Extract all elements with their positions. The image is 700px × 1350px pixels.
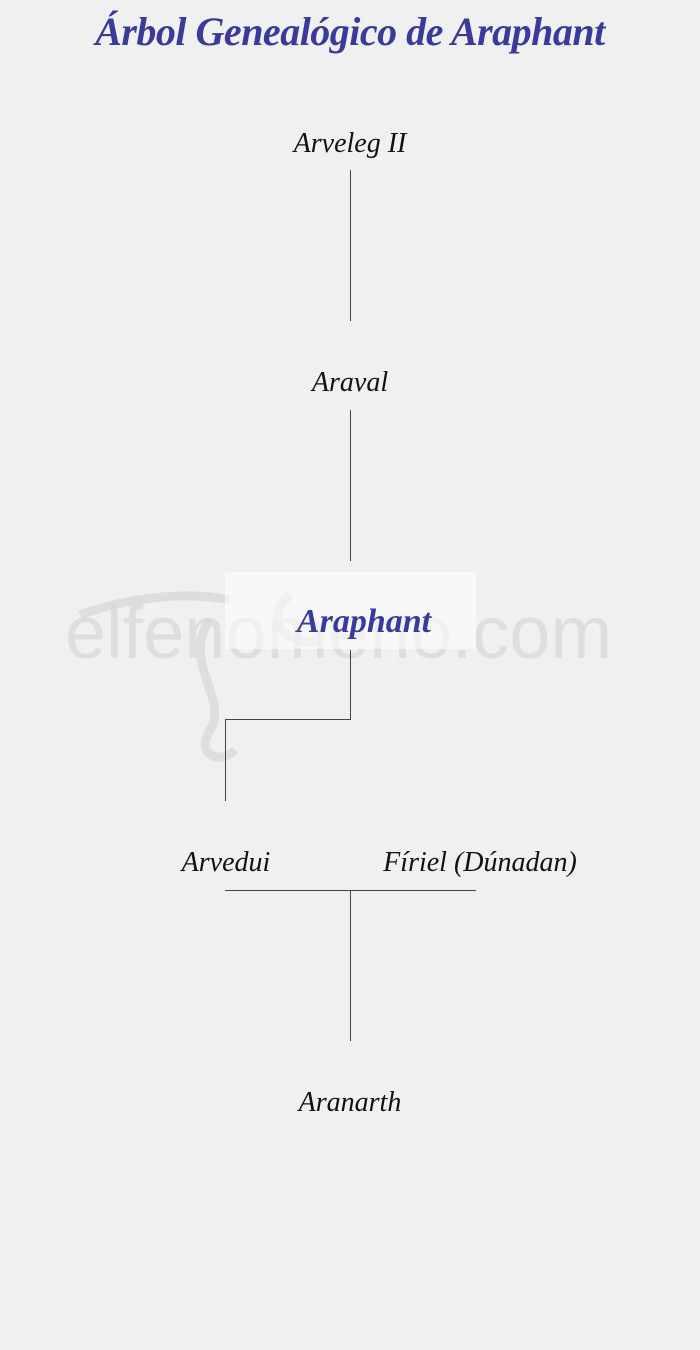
person-araval: Araval: [311, 367, 389, 398]
connector-araphant-arvedui: [225, 650, 351, 801]
person-araphant: Araphant: [296, 603, 432, 640]
focus-highlight: [225, 572, 476, 649]
page-title: Árbol Genealógico de Araphant: [95, 9, 605, 54]
person-arvedui: Arvedui: [181, 847, 271, 878]
person-firiel: Fíriel (Dúnadan): [383, 847, 577, 878]
person-aranarth: Aranarth: [298, 1087, 402, 1118]
person-arveleg: Arveleg II: [293, 128, 407, 159]
